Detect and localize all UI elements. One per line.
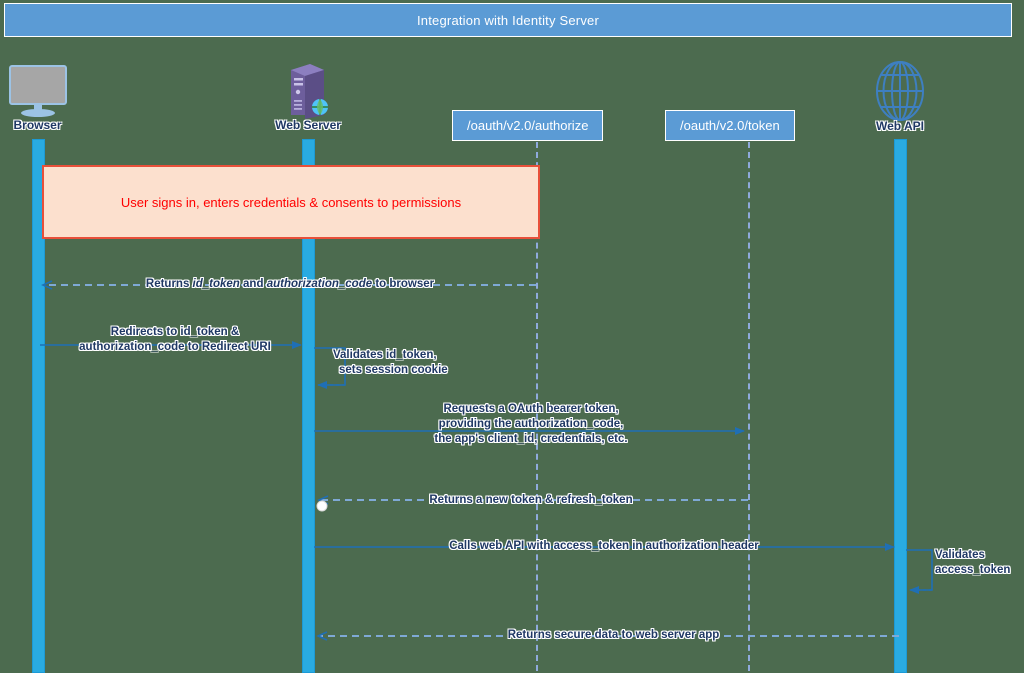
message-m7-self-loop — [906, 549, 933, 594]
message-label-m1-part0: Returns — [145, 278, 193, 290]
message-label-m6-line0: Calls web API with access_token in autho… — [449, 540, 759, 552]
message-label-m7-line1: access_token — [935, 564, 1011, 576]
participant-token[interactable]: /oauth/v2.0/token — [665, 110, 795, 141]
note-text: User signs in, enters credentials & cons… — [120, 194, 462, 210]
participant-authorize[interactable]: /oauth/v2.0/authorize — [452, 110, 604, 141]
message-label-m3-line0: Validates id_token, — [333, 349, 437, 361]
participant-label-web-api: Web API — [875, 119, 924, 133]
note-user-signs-in: User signs in, enters credentials & cons… — [42, 165, 540, 239]
participant-browser[interactable]: Browser — [0, 62, 75, 132]
message-label-m2: Redirects to id_token & authorization_co… — [55, 325, 295, 355]
message-label-m3-line1: sets session cookie — [339, 364, 448, 376]
message-label-m4: Requests a OAuth bearer token, providing… — [411, 402, 651, 447]
message-label-m2-line1: authorization_code to Redirect URI — [79, 341, 271, 353]
message-label-m7-line0: Validates — [935, 549, 985, 561]
message-label-m3: Validates id_token, sets session cookie — [333, 348, 493, 378]
server-icon — [258, 62, 358, 120]
message-label-m5: Returns a new token & refresh_token — [413, 493, 649, 508]
message-label-m4-line2: the app's client_id, credentials, etc. — [434, 433, 628, 445]
message-label-m2-line0: Redirects to id_token & — [110, 326, 240, 338]
diagram-title-bar: Integration with Identity Server — [4, 3, 1012, 37]
message-m5-line — [316, 495, 748, 512]
participant-label-authorize: /oauth/v2.0/authorize — [452, 110, 604, 141]
message-label-m1-part4: to browser — [372, 278, 435, 290]
message-m3-self-loop — [314, 347, 346, 389]
message-label-m1-part2: and — [239, 278, 267, 290]
participant-label-token: /oauth/v2.0/token — [665, 110, 795, 141]
participant-web-api[interactable]: Web API — [860, 60, 940, 133]
activation-web-api — [894, 139, 907, 673]
participant-web-server[interactable]: Web Server — [258, 62, 358, 132]
diagram-title: Integration with Identity Server — [417, 12, 599, 28]
participant-label-web-server: Web Server — [275, 118, 341, 132]
message-label-m1-part3: authorization_code — [266, 278, 373, 290]
lifeline-authorize — [536, 142, 538, 671]
message-label-m1-part1: id_token — [192, 278, 240, 290]
globe-icon — [860, 60, 940, 122]
message-label-m8-line0: Returns secure data to web server app — [507, 629, 720, 641]
message-label-m5-line0: Returns a new token & refresh_token — [429, 494, 633, 506]
lifeline-token — [748, 142, 750, 671]
message-label-m6: Calls web API with access_token in autho… — [430, 539, 778, 554]
message-label-m8: Returns secure data to web server app — [487, 628, 740, 643]
message-label-m1: Returns id_token and authorization_code … — [130, 277, 450, 292]
participant-label-browser: Browser — [13, 118, 62, 132]
message-label-m7: Validates access_token — [935, 548, 1024, 578]
message-label-m4-line0: Requests a OAuth bearer token, — [443, 403, 619, 415]
message-label-m4-line1: providing the authorization_code, — [438, 418, 624, 430]
monitor-icon — [0, 62, 75, 120]
